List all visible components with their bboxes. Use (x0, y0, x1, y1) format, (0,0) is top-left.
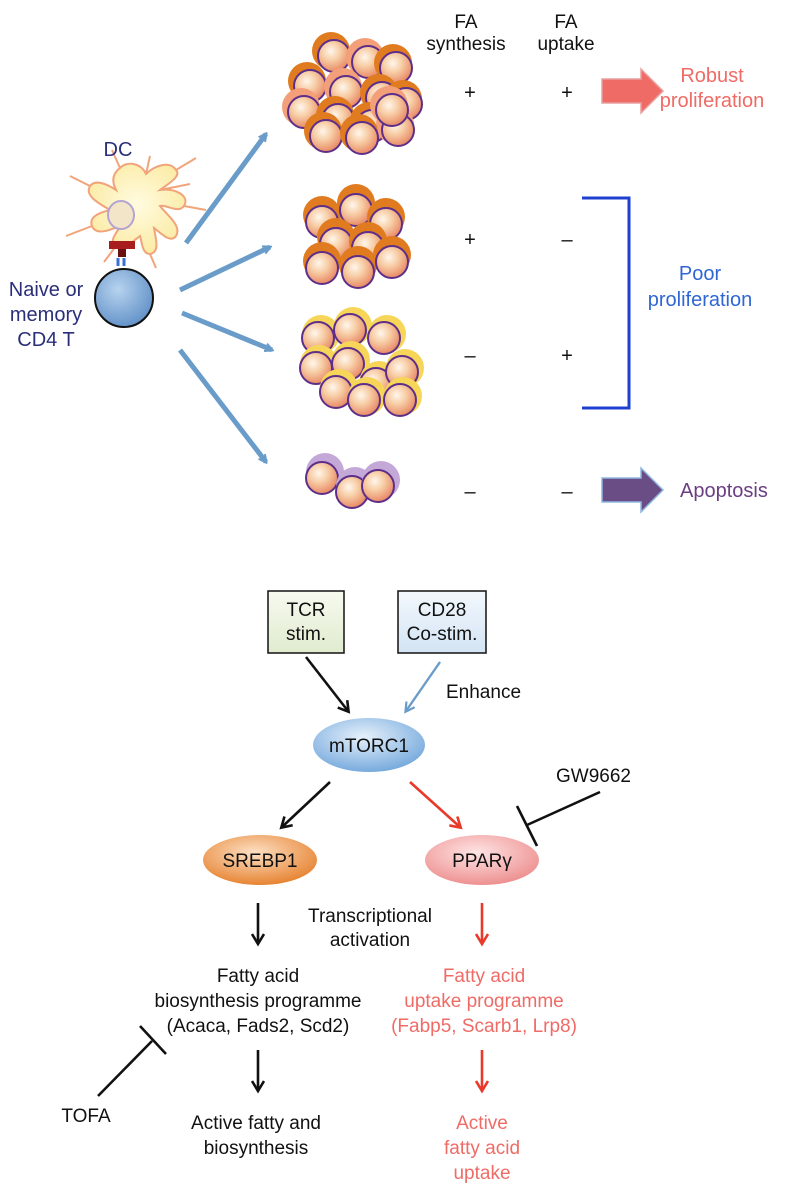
enhance-label: Enhance (446, 682, 521, 703)
cd28-box-line2: Co-stim. (407, 624, 478, 645)
synthesis-program-line2: biosynthesis programme (155, 991, 362, 1012)
cell-body (345, 121, 379, 155)
robust-outcome-arrow (601, 67, 665, 115)
uptake-program-line3: (Fabp5, Scarb1, Lrp8) (391, 1016, 577, 1037)
cd28-costim-box (397, 590, 487, 654)
apoptosis-outcome-arrow (601, 466, 665, 514)
tcr-stim-box (267, 590, 345, 654)
cd28-to-mtorc1-arrow (406, 661, 441, 711)
poor-outcome-line2: proliferation (648, 289, 753, 311)
tcell-label-line3: CD4 T (17, 329, 74, 351)
dc-label: DC (104, 139, 133, 161)
gw9662-inhibition-bar (515, 805, 539, 847)
fate-arrow-synthesis-only (178, 244, 270, 293)
dendritic-cell-icon (65, 149, 207, 269)
tofa-label: TOFA (61, 1106, 111, 1127)
fate-arrow-robust (183, 134, 269, 245)
active-synthesis-line2: biosynthesis (204, 1138, 309, 1159)
mtorc1-to-ppar-arrow (409, 781, 460, 827)
cd4-t-cell-icon (94, 258, 154, 328)
row3-uptake-mark: + (561, 345, 573, 367)
uptake-program-line1: Fatty acid (443, 966, 525, 987)
active-uptake-line1: Active (456, 1113, 508, 1134)
active-uptake-line3: uptake (453, 1163, 510, 1184)
cell-body (375, 245, 409, 279)
tofa-inhibition-bar (139, 1025, 167, 1055)
cell-cluster-apoptosis (305, 453, 400, 509)
fa-uptake-header-line1: FA (554, 12, 578, 33)
cell-cluster-robust (282, 32, 423, 155)
tcr-box-line1: TCR (286, 600, 325, 621)
srebp1-node (203, 835, 317, 885)
transcriptional-activation-line1: Transcriptional (308, 906, 432, 927)
top-panel: FA synthesis FA uptake DC Naive or memor… (9, 12, 768, 514)
row1-uptake-mark: + (561, 82, 573, 104)
cell-cluster-synthesis-only (303, 184, 411, 289)
cell-body (341, 255, 375, 289)
row4-uptake-mark: – (561, 481, 573, 503)
cell-body (375, 93, 409, 127)
poor-outcome-line1: Poor (679, 263, 722, 285)
cell-cluster-uptake-only (299, 307, 424, 417)
active-synthesis-line1: Active fatty and (191, 1113, 321, 1134)
cell-body (361, 469, 395, 503)
bottom-panel: TCR stim. CD28 Co-stim. Enhance mTORC1 G… (61, 590, 631, 1184)
poor-proliferation-bracket (582, 196, 631, 410)
ppar-gamma-node (425, 835, 539, 885)
synthesis-program-line1: Fatty acid (217, 966, 299, 987)
cell-body (367, 321, 401, 355)
tcr-to-mtorc1-arrow (304, 656, 348, 711)
robust-outcome-line2: proliferation (660, 90, 765, 112)
apoptosis-outcome-label: Apoptosis (680, 480, 768, 502)
cell-body (347, 383, 381, 417)
transcriptional-activation-line2: activation (330, 930, 410, 951)
mtorc1-to-srebp1-arrow (282, 781, 331, 827)
row2-uptake-mark: – (561, 229, 573, 251)
synthesis-program-line3: (Acaca, Fads2, Scd2) (167, 1016, 350, 1037)
fa-synthesis-header-line1: FA (454, 12, 478, 33)
cell-body (319, 375, 353, 409)
cell-body (383, 383, 417, 417)
gw9662-inhibition-line (526, 790, 601, 827)
cell-body (317, 39, 351, 73)
srebp1-label: SREBP1 (223, 851, 298, 872)
row4-synthesis-mark: – (464, 481, 476, 503)
cell-body (305, 251, 339, 285)
row1-synthesis-mark: + (464, 82, 476, 104)
tcell-label-line2: memory (10, 304, 82, 326)
tcell-label-line1: Naive or (9, 279, 84, 301)
fa-uptake-header-line2: uptake (537, 34, 594, 55)
cell-body (305, 461, 339, 495)
uptake-program-line2: uptake programme (404, 991, 563, 1012)
fate-arrow-uptake-only (181, 310, 272, 353)
gw9662-label: GW9662 (556, 766, 631, 787)
tofa-inhibition-line (97, 1040, 153, 1097)
row2-synthesis-mark: + (464, 229, 476, 251)
robust-outcome-line1: Robust (680, 65, 744, 87)
active-uptake-line2: fatty acid (444, 1138, 520, 1159)
fa-synthesis-header-line2: synthesis (426, 34, 505, 55)
cell-body (309, 119, 343, 153)
ppar-gamma-label: PPARγ (452, 851, 512, 872)
row3-synthesis-mark: – (464, 345, 476, 367)
cd28-box-line1: CD28 (418, 600, 467, 621)
tcr-box-line2: stim. (286, 624, 326, 645)
mtorc1-label: mTORC1 (329, 736, 409, 757)
mtorc1-node (313, 718, 425, 772)
fate-arrow-apoptosis (178, 348, 268, 462)
